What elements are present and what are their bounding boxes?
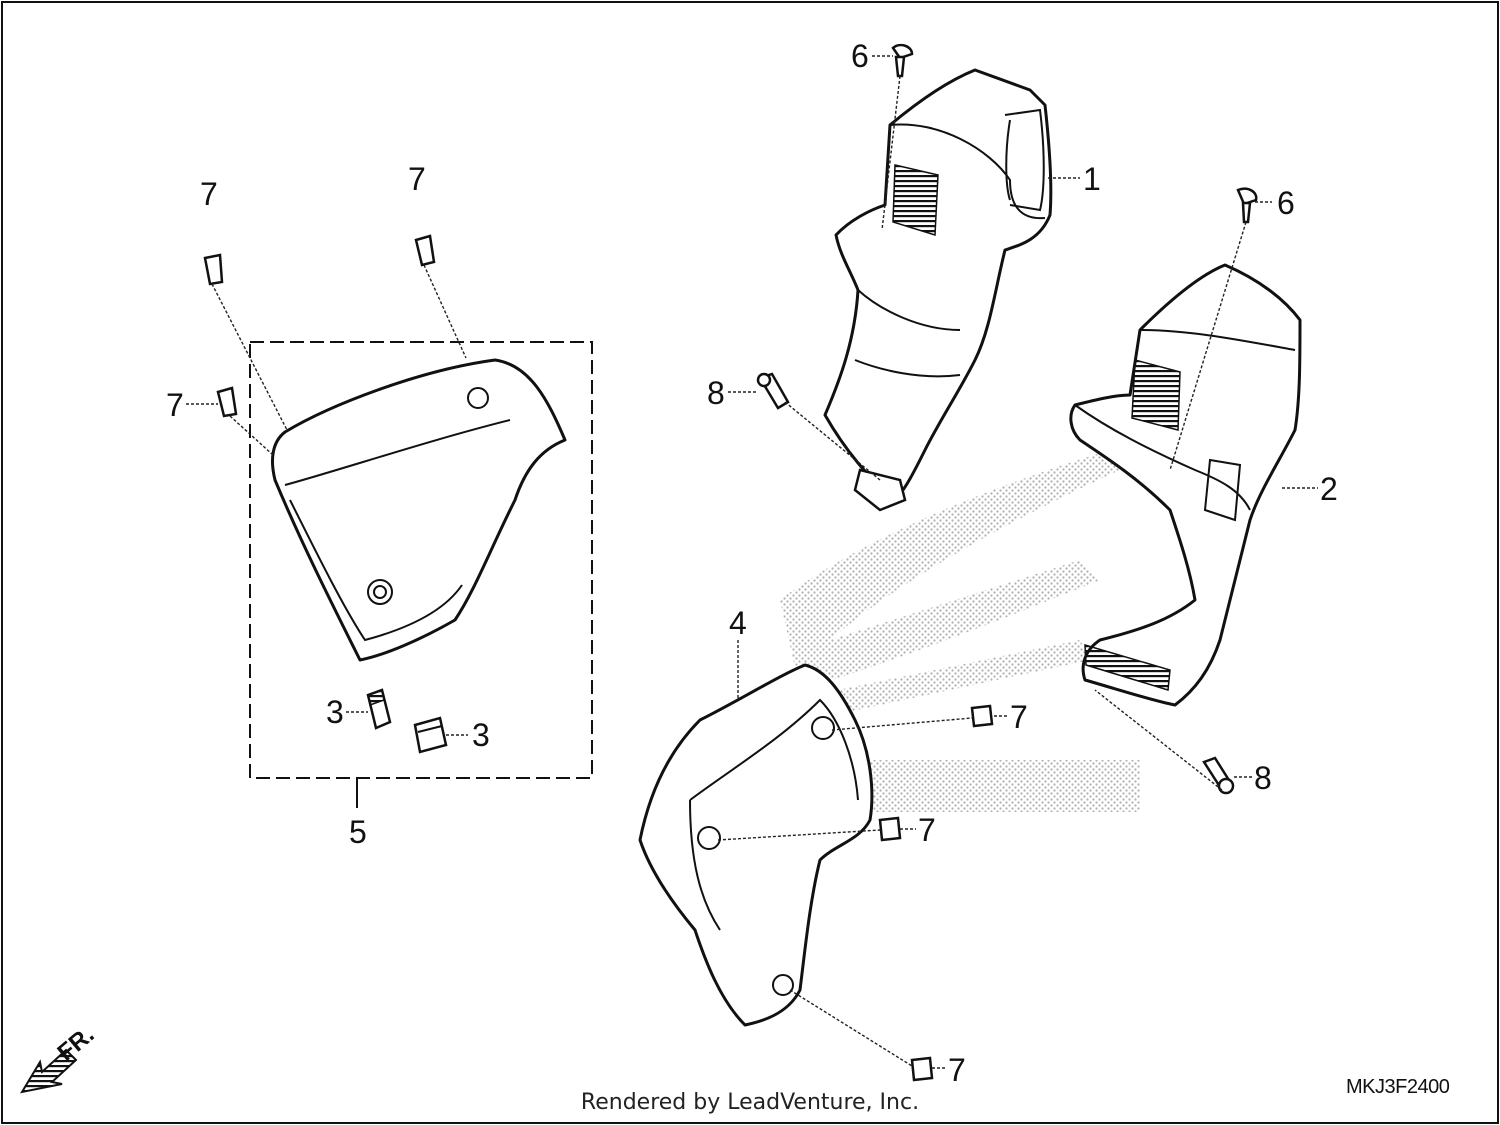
callout-7a: 7 (200, 176, 218, 212)
honda-wing-watermark (780, 450, 1140, 812)
grommet-part-3b (413, 716, 448, 754)
bolt-part-8b (1202, 756, 1235, 795)
upper-cover-part-1 (823, 68, 1053, 512)
callout-4: 4 (729, 605, 747, 641)
callout-3b: 3 (472, 717, 490, 753)
callout-7d: 7 (1010, 699, 1028, 735)
callout-7c: 7 (166, 387, 184, 423)
callout-6a: 6 (851, 38, 869, 74)
callout-6b: 6 (1277, 185, 1295, 221)
side-cover-part-4 (638, 663, 874, 1027)
callout-7f: 7 (948, 1052, 966, 1088)
callout-2: 2 (1320, 471, 1338, 507)
callout-5: 5 (349, 814, 367, 850)
render-credit: Rendered by LeadVenture, Inc. (580, 1090, 920, 1115)
assembly-box-5 (249, 341, 593, 808)
drawing-code: MKJ3F2400 (1346, 1076, 1450, 1098)
leader-lines (186, 55, 1318, 1069)
front-direction-arrow-icon: FR. (19, 1021, 99, 1094)
side-cover-left-part-5 (271, 358, 567, 662)
clip-part-7-group (203, 234, 994, 1082)
callout-7e: 7 (918, 812, 936, 848)
screw-part-6a (891, 43, 914, 78)
callout-3a: 3 (326, 694, 344, 730)
bolt-part-8a (756, 372, 790, 410)
upper-cover-part-2 (1069, 263, 1302, 707)
callout-7b: 7 (408, 161, 426, 197)
callout-1: 1 (1083, 161, 1101, 197)
callout-8a: 8 (707, 375, 725, 411)
grommet-part-3a (366, 688, 392, 730)
screw-part-6b (1236, 187, 1258, 224)
callout-8b: 8 (1254, 760, 1272, 796)
